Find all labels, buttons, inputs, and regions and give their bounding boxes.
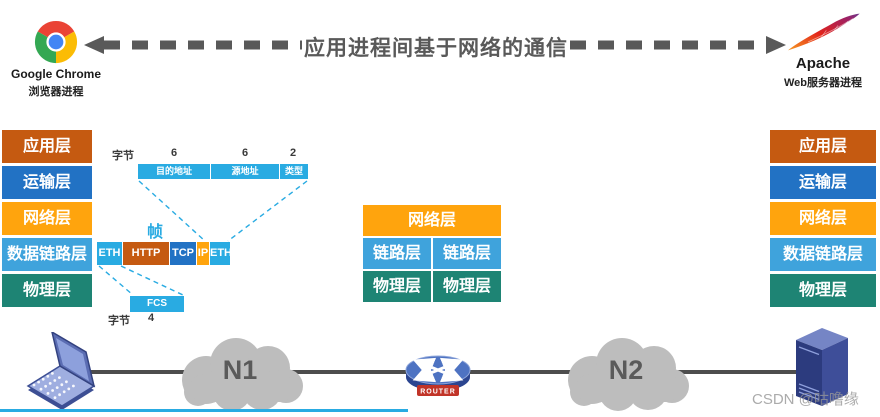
chrome-endpoint: Google Chrome 浏览器进程: [11, 20, 102, 99]
layer-network: 网络层: [770, 202, 876, 235]
layer-network: 网络层: [2, 202, 92, 235]
layer-application: 应用层: [770, 130, 876, 163]
layer-physical: 物理层: [770, 274, 876, 307]
frame-header-bar: 目的地址 源地址 类型: [138, 164, 308, 179]
router-label: ROUTER: [420, 389, 456, 396]
apache-endpoint: Apache Web服务器进程: [770, 12, 876, 90]
segment-eth-trailer: ETH: [210, 242, 230, 265]
watermark: CSDN @咕噜缘: [752, 391, 859, 408]
dashed-arrow-right-icon: [570, 36, 786, 54]
apache-subtitle: Web服务器进程: [783, 77, 863, 89]
chrome-icon: [34, 20, 78, 64]
layer-application: 应用层: [2, 130, 92, 163]
dashed-arrow-left-icon: [84, 36, 302, 54]
router-layer-link-right: 链路层: [433, 238, 501, 269]
server-icon: [796, 328, 848, 406]
router-icon: ROUTER: [405, 355, 471, 396]
chrome-name: Google Chrome: [11, 67, 102, 81]
layer-datalink: 数据链路层: [2, 238, 92, 271]
layer-physical: 物理层: [2, 274, 92, 307]
fcs-field: FCS: [130, 296, 184, 312]
bottom-accent-bar: [0, 409, 408, 412]
layer-datalink: 数据链路层: [770, 238, 876, 271]
segment-tcp: TCP: [170, 242, 196, 265]
layer-transport: 运输层: [2, 166, 92, 199]
fcs-bytes: 4: [148, 312, 155, 324]
apache-name: Apache: [795, 55, 851, 72]
router-layer-link-left: 链路层: [363, 238, 431, 269]
segment-eth-header: ETH: [97, 242, 122, 265]
bytes-label-trailer: 字节: [108, 315, 130, 327]
field-src-address: 源地址: [211, 164, 279, 179]
cloud-n2-label: N2: [608, 355, 644, 385]
router-layer-phy-right: 物理层: [433, 271, 501, 302]
cloud-n1-label: N1: [222, 355, 258, 385]
frame-bar: ETH HTTP TCP IP ETH: [97, 242, 230, 265]
layer-transport: 运输层: [770, 166, 876, 199]
field-bytes-type: 2: [289, 147, 297, 159]
router-layer-network: 网络层: [363, 205, 501, 236]
segment-http: HTTP: [123, 242, 169, 265]
bytes-label-header: 字节: [112, 150, 134, 162]
page-title: 应用进程间基于网络的通信: [304, 37, 568, 60]
field-dest-address: 目的地址: [138, 164, 210, 179]
cloud-n2-icon: [568, 338, 689, 411]
router-protocol-stack: 网络层 链路层 链路层 物理层 物理层: [363, 205, 501, 304]
apache-feather-icon: [788, 13, 860, 51]
protocol-stack-right: 应用层 运输层 网络层 数据链路层 物理层: [770, 130, 876, 310]
laptop-icon: [26, 332, 96, 410]
frame-label: 帧: [147, 224, 164, 241]
field-bytes-src: 6: [241, 147, 249, 159]
chrome-subtitle: 浏览器进程: [28, 86, 84, 98]
field-bytes-dest: 6: [170, 147, 178, 159]
protocol-stack-left: 应用层 运输层 网络层 数据链路层 物理层: [2, 130, 92, 310]
field-type: 类型: [280, 164, 308, 179]
router-layer-phy-left: 物理层: [363, 271, 431, 302]
cloud-n1-icon: [182, 338, 303, 411]
segment-ip: IP: [197, 242, 209, 265]
